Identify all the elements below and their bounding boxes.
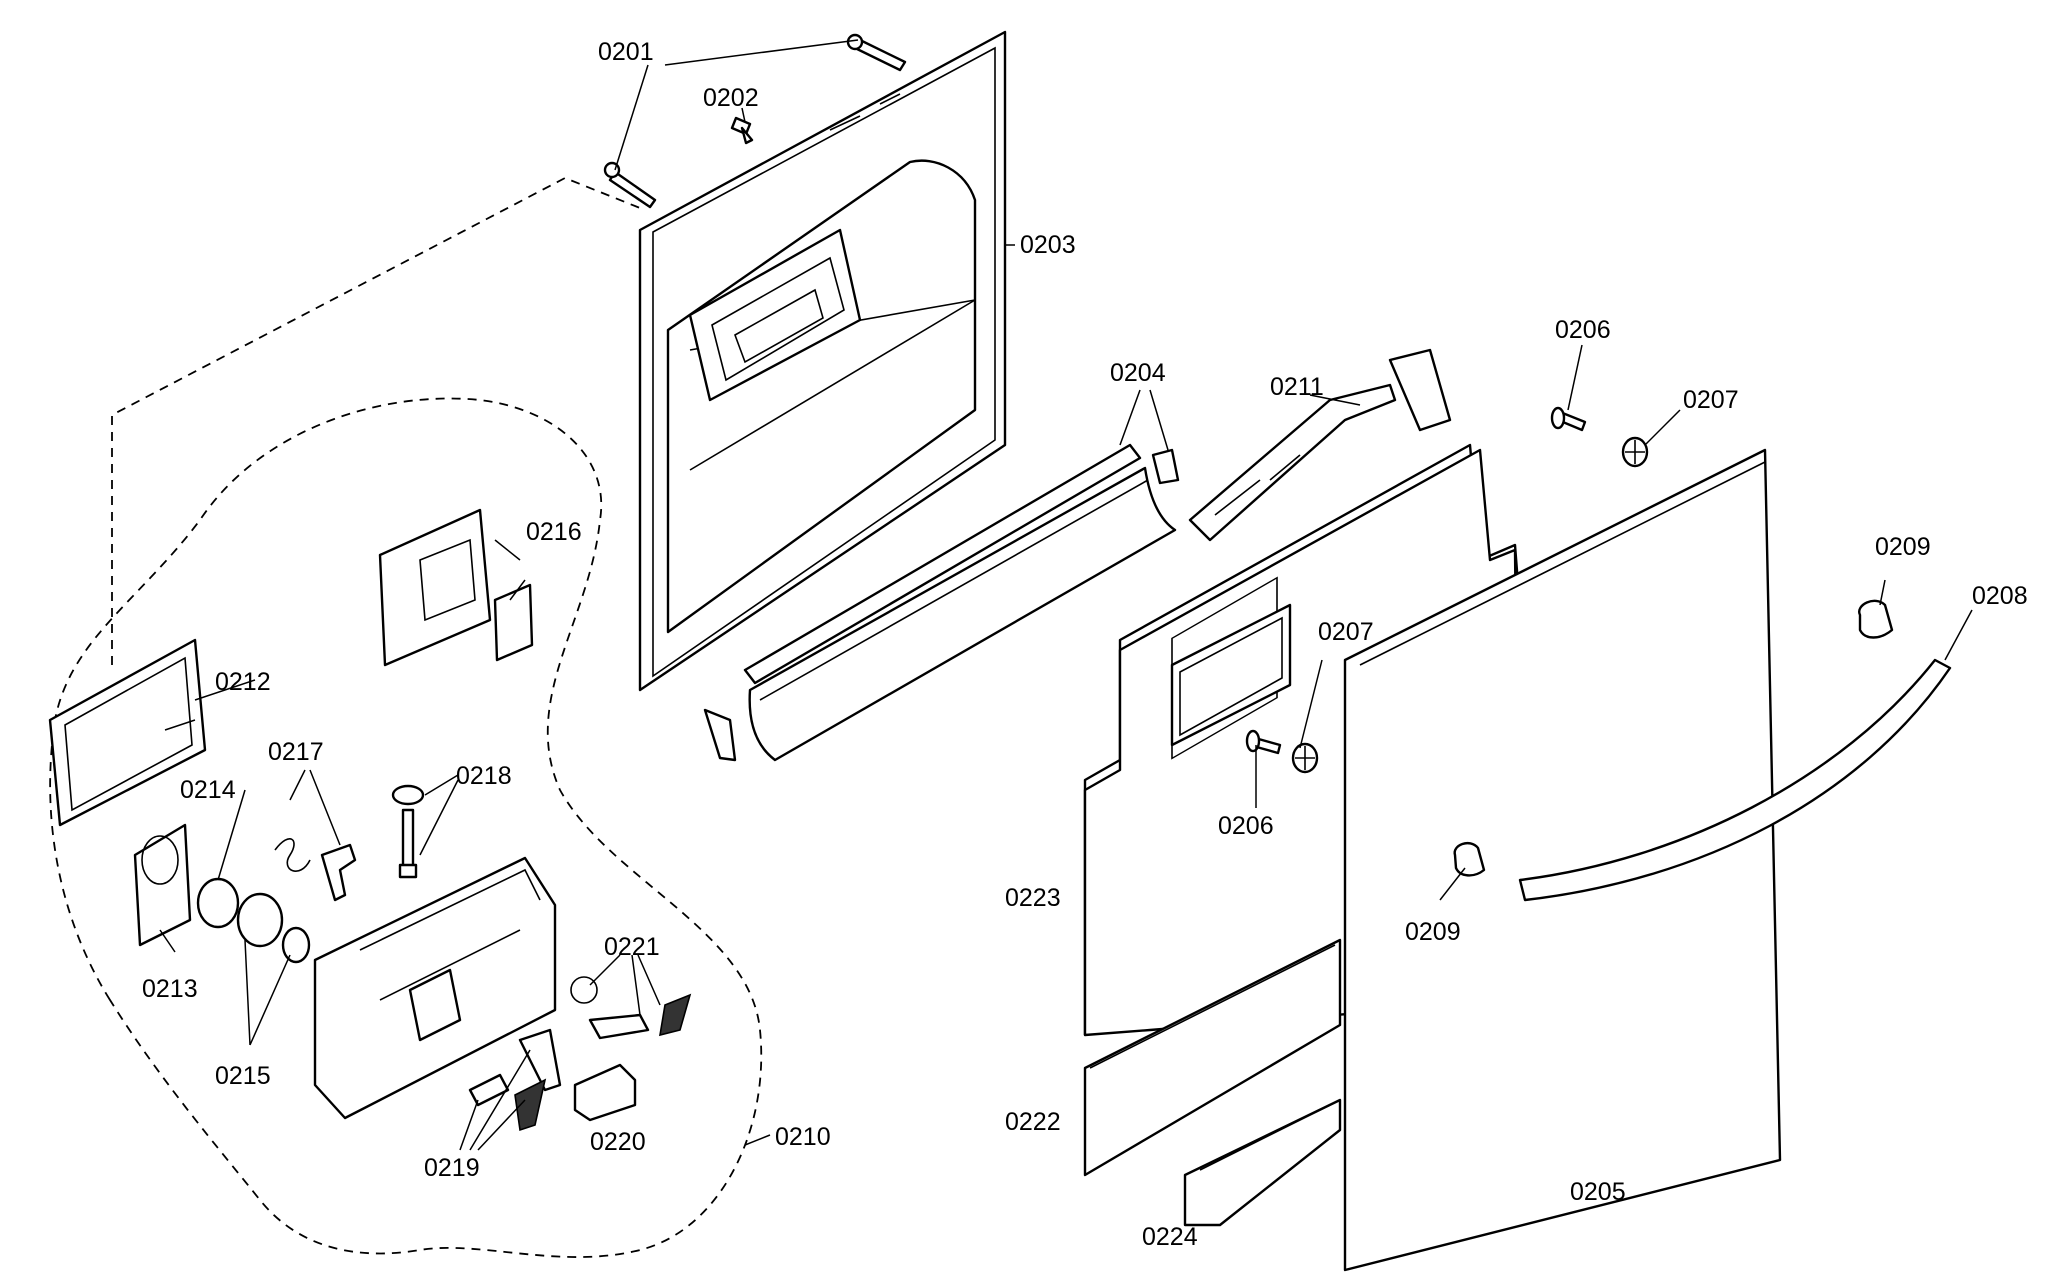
handle-cap-0209-upper xyxy=(1858,599,1894,639)
label-0218: 0218 xyxy=(456,762,512,790)
label-0203: 0203 xyxy=(1020,231,1076,259)
label-0206-upper: 0206 xyxy=(1555,316,1611,344)
label-0219: 0219 xyxy=(424,1154,480,1182)
label-0223: 0223 xyxy=(1005,884,1061,912)
kick-plate-0222 xyxy=(1083,938,1342,1177)
ring-0215-a xyxy=(236,892,284,948)
screw-0202 xyxy=(730,116,754,145)
plunger-0218 xyxy=(391,784,425,879)
label-0212: 0212 xyxy=(215,668,271,696)
label-0207-lower: 0207 xyxy=(1318,618,1374,646)
label-0201: 0201 xyxy=(598,38,654,66)
bottom-trim-0224 xyxy=(1183,1098,1342,1227)
cover-0216 xyxy=(378,508,534,667)
lever-0217 xyxy=(274,838,357,902)
inner-door-0203 xyxy=(638,30,1007,692)
leader-lines xyxy=(159,39,1973,1151)
handle-0208 xyxy=(1518,658,1952,902)
spacer-0207-lower xyxy=(1291,742,1319,774)
spacer-0207-upper xyxy=(1621,436,1649,468)
housing-0213 xyxy=(133,823,192,947)
hinge-bracket-0211 xyxy=(1188,348,1452,542)
label-0205: 0205 xyxy=(1570,1178,1626,1206)
label-0209-lower: 0209 xyxy=(1405,918,1461,946)
front-panel-0205 xyxy=(1343,448,1782,1272)
label-0206-lower: 0206 xyxy=(1218,812,1274,840)
label-0211: 0211 xyxy=(1270,373,1324,401)
label-0216: 0216 xyxy=(526,518,582,546)
dispenser-gasket-0212 xyxy=(48,638,207,827)
label-0208: 0208 xyxy=(1972,582,2028,610)
assembly-0210-boundary xyxy=(49,397,763,1258)
label-0224: 0224 xyxy=(1142,1223,1198,1251)
parts-0219 xyxy=(468,1028,562,1132)
label-0207-upper: 0207 xyxy=(1683,386,1739,414)
trim-strip-0204 xyxy=(703,443,1180,762)
label-0204: 0204 xyxy=(1110,359,1166,387)
label-0222: 0222 xyxy=(1005,1108,1061,1136)
ring-0214 xyxy=(196,877,240,929)
dispenser-body-0210 xyxy=(313,856,557,1120)
label-0209-upper: 0209 xyxy=(1875,533,1931,561)
handle-cap-0209-lower xyxy=(1453,841,1486,877)
switch-0220 xyxy=(573,1063,637,1122)
parts-0221 xyxy=(570,976,692,1040)
ring-0215-b xyxy=(281,926,311,964)
label-0217: 0217 xyxy=(268,738,324,766)
screw-0206-upper xyxy=(1550,406,1587,432)
label-0221: 0221 xyxy=(604,933,660,961)
label-0220: 0220 xyxy=(590,1128,646,1156)
label-0214: 0214 xyxy=(180,776,236,804)
reference-dashed-line xyxy=(111,177,646,665)
label-0202: 0202 xyxy=(703,84,759,112)
label-0210: 0210 xyxy=(775,1123,831,1151)
screw-0201-left xyxy=(603,161,657,209)
label-0213: 0213 xyxy=(142,975,198,1003)
label-0215: 0215 xyxy=(215,1062,271,1090)
